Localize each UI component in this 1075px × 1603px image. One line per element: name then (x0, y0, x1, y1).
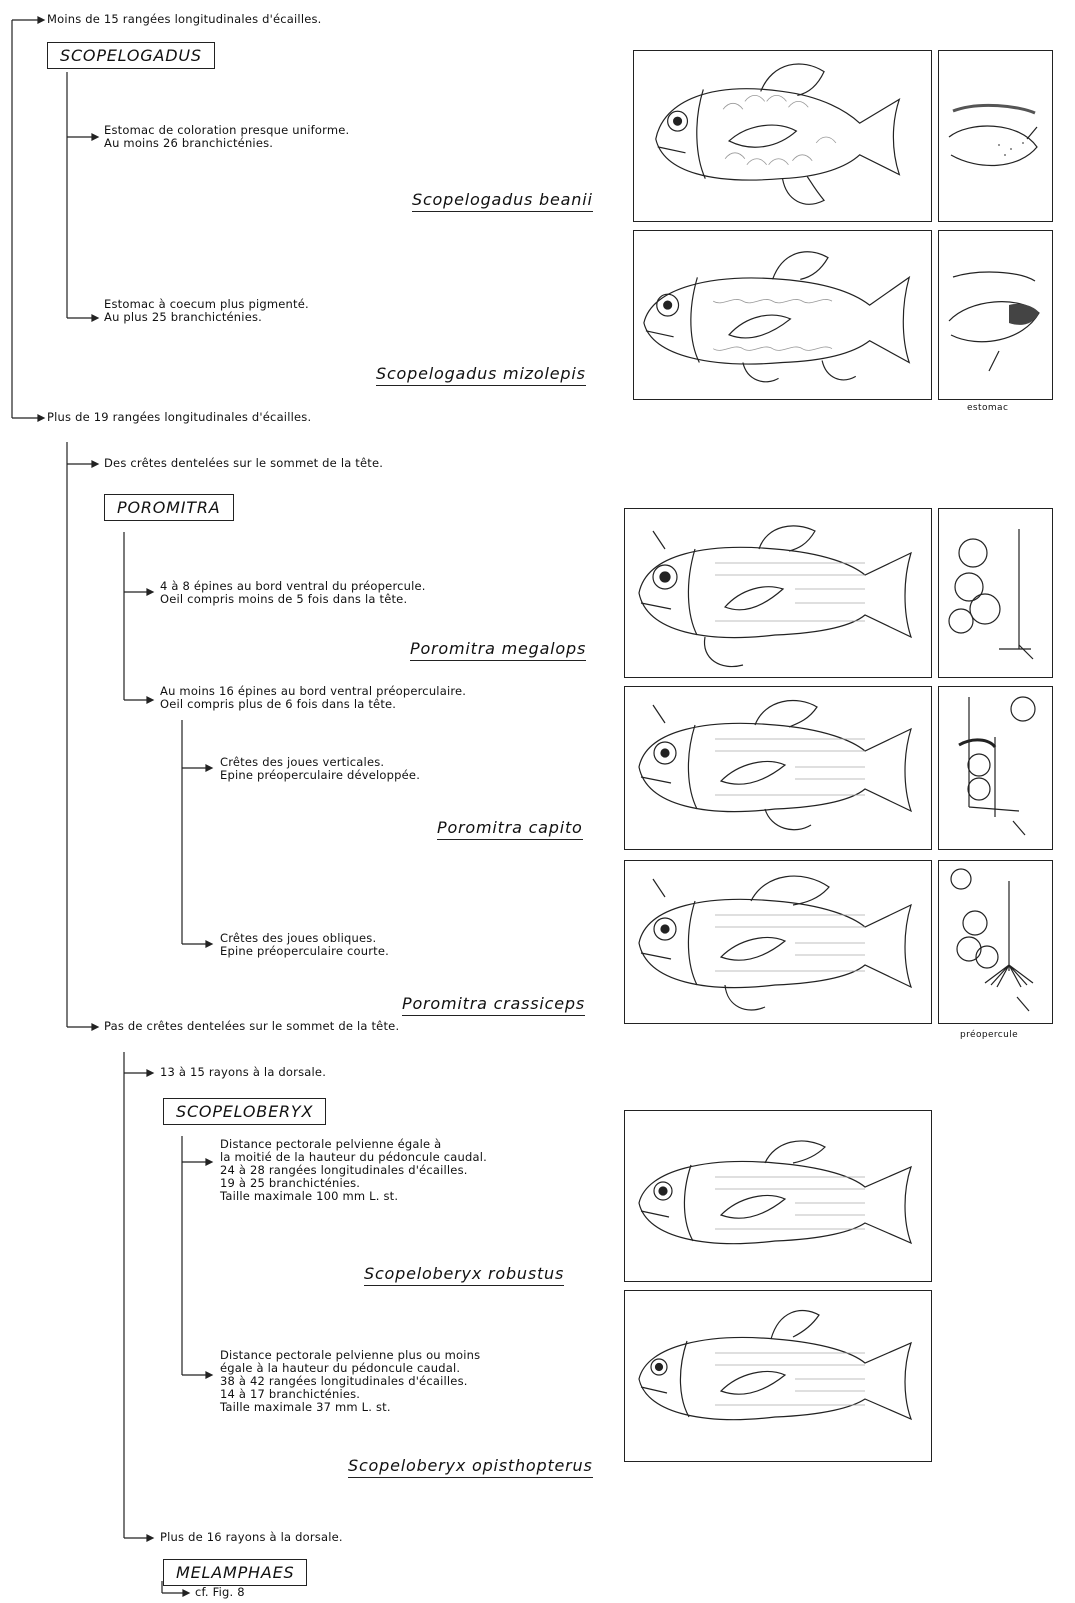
genus-scopelogadus: SCOPELOGADUS (47, 42, 215, 69)
couplet-2-text: Plus de 19 rangées longitudinales d'écai… (47, 411, 311, 424)
stomach-drawing (939, 231, 1052, 399)
species-scopeloberyx-robustus: Scopeloberyx robustus (364, 1264, 564, 1286)
mizolepis-description: Estomac à coecum plus pigmenté. Au plus … (104, 298, 309, 324)
caption-estomac: estomac (967, 403, 1008, 413)
couplet-2b2-text: Plus de 16 rayons à la dorsale. (160, 1531, 343, 1544)
species-poromitra-crassiceps: Poromitra crassiceps (402, 994, 585, 1016)
couplet-2a2-text: Au moins 16 épines au bord ventral préop… (160, 685, 466, 711)
preopercle-drawing (939, 861, 1052, 1023)
couplet-2a-text: Des crêtes dentelées sur le sommet de la… (104, 457, 383, 470)
genus-melamphaes: MELAMPHAES (163, 1559, 307, 1586)
fish-illustration-beanii (633, 50, 932, 222)
caption-preopercule: préopercule (960, 1030, 1018, 1040)
stomach-drawing (939, 51, 1052, 221)
stomach-detail-mizolepis (938, 230, 1053, 400)
fish-drawing (634, 231, 931, 399)
cf-figure-reference: cf. Fig. 8 (195, 1586, 245, 1599)
preopercle-drawing (939, 509, 1052, 677)
fish-illustration-mizolepis (633, 230, 932, 400)
fish-illustration-robustus (624, 1110, 932, 1282)
couplet-2b1-text: 13 à 15 rayons à la dorsale. (160, 1066, 326, 1079)
stomach-detail-beanii (938, 50, 1053, 222)
species-poromitra-megalops: Poromitra megalops (410, 639, 586, 661)
couplet-2b-text: Pas de crêtes dentelées sur le sommet de… (104, 1020, 399, 1033)
genus-poromitra: POROMITRA (104, 494, 234, 521)
genus-scopeloberyx: SCOPELOBERYX (163, 1098, 326, 1125)
species-scopelogadus-beanii: Scopelogadus beanii (412, 190, 593, 212)
fish-illustration-capito (624, 686, 932, 850)
preopercle-detail-capito (938, 686, 1053, 850)
crassiceps-description: Crêtes des joues obliques. Epine préoper… (220, 932, 389, 958)
fish-drawing (625, 861, 931, 1023)
fish-illustration-crassiceps (624, 860, 932, 1024)
opisthopterus-description: Distance pectorale pelvienne plus ou moi… (220, 1349, 480, 1414)
capito-description: Crêtes des joues verticales. Epine préop… (220, 756, 420, 782)
fish-drawing (625, 1111, 931, 1281)
preopercle-detail-crassiceps (938, 860, 1053, 1024)
fish-illustration-opisthopterus (624, 1290, 932, 1462)
species-poromitra-capito: Poromitra capito (437, 818, 583, 840)
fish-drawing (625, 687, 931, 849)
preopercle-drawing (939, 687, 1052, 849)
fish-drawing (634, 51, 931, 221)
species-scopeloberyx-opisthopterus: Scopeloberyx opisthopterus (348, 1456, 593, 1478)
fish-drawing (625, 1291, 931, 1461)
fish-drawing (625, 509, 931, 677)
megalops-description: 4 à 8 épines au bord ventral du préoperc… (160, 580, 426, 606)
fish-illustration-megalops (624, 508, 932, 678)
beanii-description: Estomac de coloration presque uniforme. … (104, 124, 349, 150)
preopercle-detail-megalops (938, 508, 1053, 678)
couplet-1-text: Moins de 15 rangées longitudinales d'éca… (47, 13, 322, 26)
species-scopelogadus-mizolepis: Scopelogadus mizolepis (376, 364, 586, 386)
robustus-description: Distance pectorale pelvienne égale à la … (220, 1138, 487, 1203)
